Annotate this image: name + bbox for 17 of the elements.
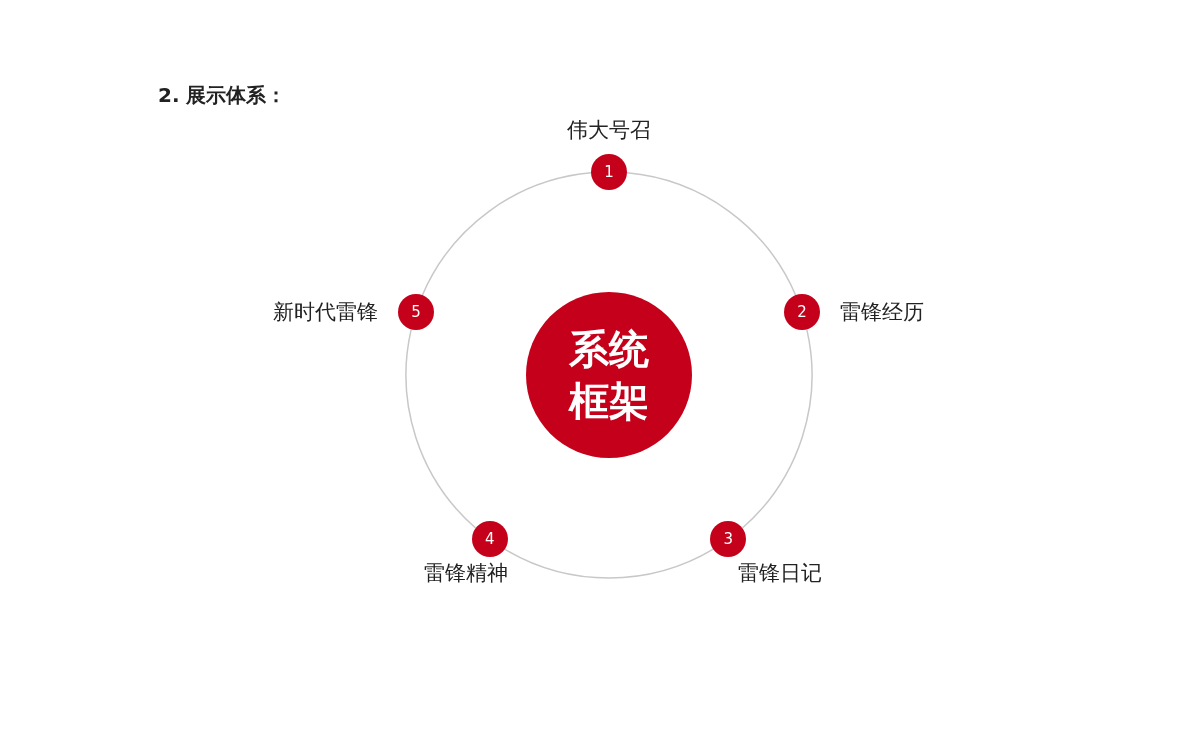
ring-arc: [503, 548, 715, 579]
topic-label: 伟大号召: [567, 117, 651, 144]
step-number: 4: [471, 521, 508, 558]
step-number: 2: [784, 294, 821, 331]
step-number: 1: [591, 154, 627, 190]
step-number: 5: [397, 294, 434, 331]
heading: 2. 展示体系：: [158, 82, 287, 109]
ring-arc: [405, 328, 477, 529]
topic-label: 雷锋精神: [423, 560, 508, 588]
step-number: 3: [710, 521, 747, 558]
ring-arc: [626, 172, 797, 297]
topic-label: 雷锋日记: [738, 560, 823, 588]
center-circle: 系统框架: [526, 292, 692, 458]
ring-arc: [741, 328, 813, 529]
topic-label: 雷锋经历: [840, 299, 925, 327]
ring-arc: [421, 172, 592, 297]
topic-label: 新时代雷锋: [272, 299, 378, 327]
